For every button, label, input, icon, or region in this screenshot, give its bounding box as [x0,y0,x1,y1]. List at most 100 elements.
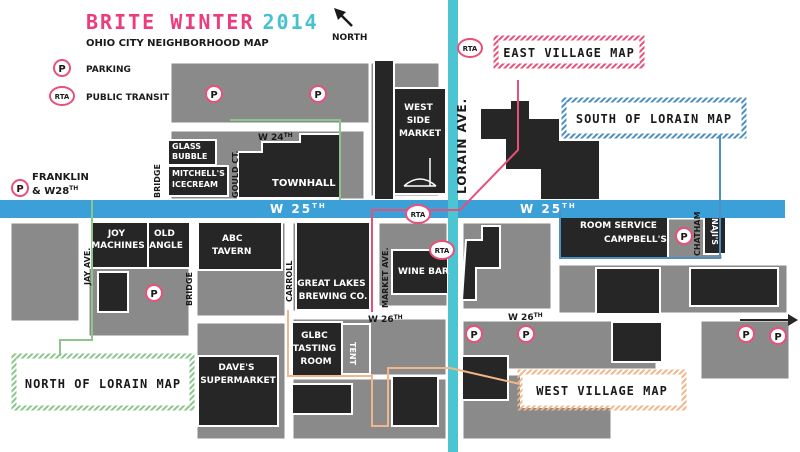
legend: P PARKING RTA PUBLIC TRANSIT [49,59,170,106]
label-joy-machines: JOY MACHINES [91,229,145,251]
glb-2: BREWING CO. [299,292,368,302]
parking-marker[interactable]: P [465,325,483,343]
legend-parking-label: PARKING [86,65,131,75]
bridge-label-north: BRIDGE [153,164,162,198]
svg-text:P: P [58,64,65,75]
parking-markers: P P P P P P P P P [11,85,787,345]
building-west-side-market [393,87,447,195]
building-south-4 [611,321,663,363]
building-glass-bubble [167,139,217,166]
jay-label: JAY AVE. [83,248,92,286]
joy-1: JOY [107,229,126,239]
rta-marker[interactable]: RTA [429,240,455,260]
building-south-2 [391,375,439,427]
svg-text:P: P [314,90,321,101]
event-year: 2014 [263,10,319,34]
w24-label-text: W 24 [258,133,284,143]
place-labels: WEST SIDE MARKET GLASS BUBBLE MITCHELL'S… [91,103,719,386]
building-market-tower [373,59,395,201]
w24-label: W 24TH [258,132,293,143]
joy-2: MACHINES [91,241,145,251]
parking-marker[interactable]: P [205,85,223,103]
label-abc-tavern: ABC TAVERN [212,234,251,257]
lorain-road [448,0,458,452]
tent-area [341,323,371,375]
w25-label-east: W 25TH [520,202,577,216]
building-south-1 [291,383,353,415]
label-daves: DAVE'S SUPERMARKET [200,363,276,386]
label-old-angle: OLD ANGLE [149,229,183,251]
south-of-lorain-outline [559,136,721,259]
parking-marker[interactable]: P [517,325,535,343]
rta-marker[interactable]: RTA [405,204,431,224]
building-joy-machines [89,221,151,269]
building-left-bottom [97,271,129,313]
north-of-lorain-outline [59,119,341,356]
market-label: MARKET AVE. [381,247,390,308]
glb-1: GREAT LAKES [297,279,365,289]
legend-parking: P PARKING [53,59,131,77]
w25-label-west-sup: TH [312,202,327,210]
west-village-outline [287,310,521,427]
parking-marker[interactable]: P [11,179,29,197]
label-room-service: ROOM SERVICE [580,221,657,231]
building-townhall [237,133,341,199]
glbc-1: GLBC [301,331,328,341]
east-village-map-box[interactable]: EAST VILLAGE MAP [493,35,645,69]
building-mitchells [167,165,229,197]
label-great-lakes: GREAT LAKES BREWING CO. [297,279,368,302]
west-village-map-box[interactable]: WEST VILLAGE MAP [517,369,687,411]
svg-text:P: P [470,330,477,341]
building-room-service [557,215,669,261]
rta-marker[interactable]: RTA [457,38,483,58]
w26-label-west: W 26TH [368,314,403,325]
parking-marker[interactable]: P [737,325,755,343]
svg-text:P: P [210,90,217,101]
daves-2: SUPERMARKET [200,376,276,386]
buildings [89,59,779,427]
franklin-line-2: & W28 [32,186,69,197]
rta-markers: RTA RTA RTA [405,38,483,260]
w25-label-east-sup: TH [562,202,577,210]
glass-1: GLASS [172,142,201,151]
building-lorain-east [460,225,501,301]
abc-2: TAVERN [212,247,251,257]
block-left-1 [8,220,82,324]
franklin-line-1: FRANKLIN [32,172,89,183]
label-glbc: GLBC TASTING ROOM [293,331,339,367]
svg-text:RTA: RTA [55,93,70,101]
building-right-east [689,267,779,307]
w24-label-sup: TH [284,132,293,139]
label-mitchells: MITCHELL'S ICECREAM [172,169,228,189]
wsm-2: SIDE [407,116,430,126]
parking-marker[interactable]: P [309,85,327,103]
mitchells-1: MITCHELL'S [172,169,225,178]
w26-label-east-text: W 26 [508,313,534,323]
legend-transit: RTA PUBLIC TRANSIT [49,86,170,106]
svg-text:P: P [16,184,23,195]
carroll-label: CARROLL [285,261,294,302]
wsm-1: WEST [404,103,434,113]
parking-marker[interactable]: P [769,327,787,345]
old-2: ANGLE [149,241,183,251]
parking-marker[interactable]: P [145,284,163,302]
svg-text:P: P [680,232,687,243]
building-old-angle [147,221,191,269]
parking-marker[interactable]: P [675,227,693,245]
w26-label-west-sup: TH [394,314,403,321]
svg-text:P: P [150,289,157,300]
w26-arrow-right [788,314,798,326]
north-label: NORTH [332,33,367,43]
south-of-lorain-map-box[interactable]: SOUTH OF LORAIN MAP [561,97,747,139]
market-tower-icon [403,158,437,187]
label-wine-bar: WINE BAR [398,267,449,277]
franklin-sup: TH [69,185,78,192]
north-of-lorain-map-box[interactable]: NORTH OF LORAIN MAP [11,353,195,411]
label-najis: NAJI'S [710,218,719,245]
glbc-3: ROOM [300,357,331,367]
lorain-label: LORAIN AVE. [455,98,469,194]
w26-label-east-sup: TH [534,312,543,319]
event-name: BRITE WINTER [86,10,255,34]
building-abc-tavern [197,221,283,271]
